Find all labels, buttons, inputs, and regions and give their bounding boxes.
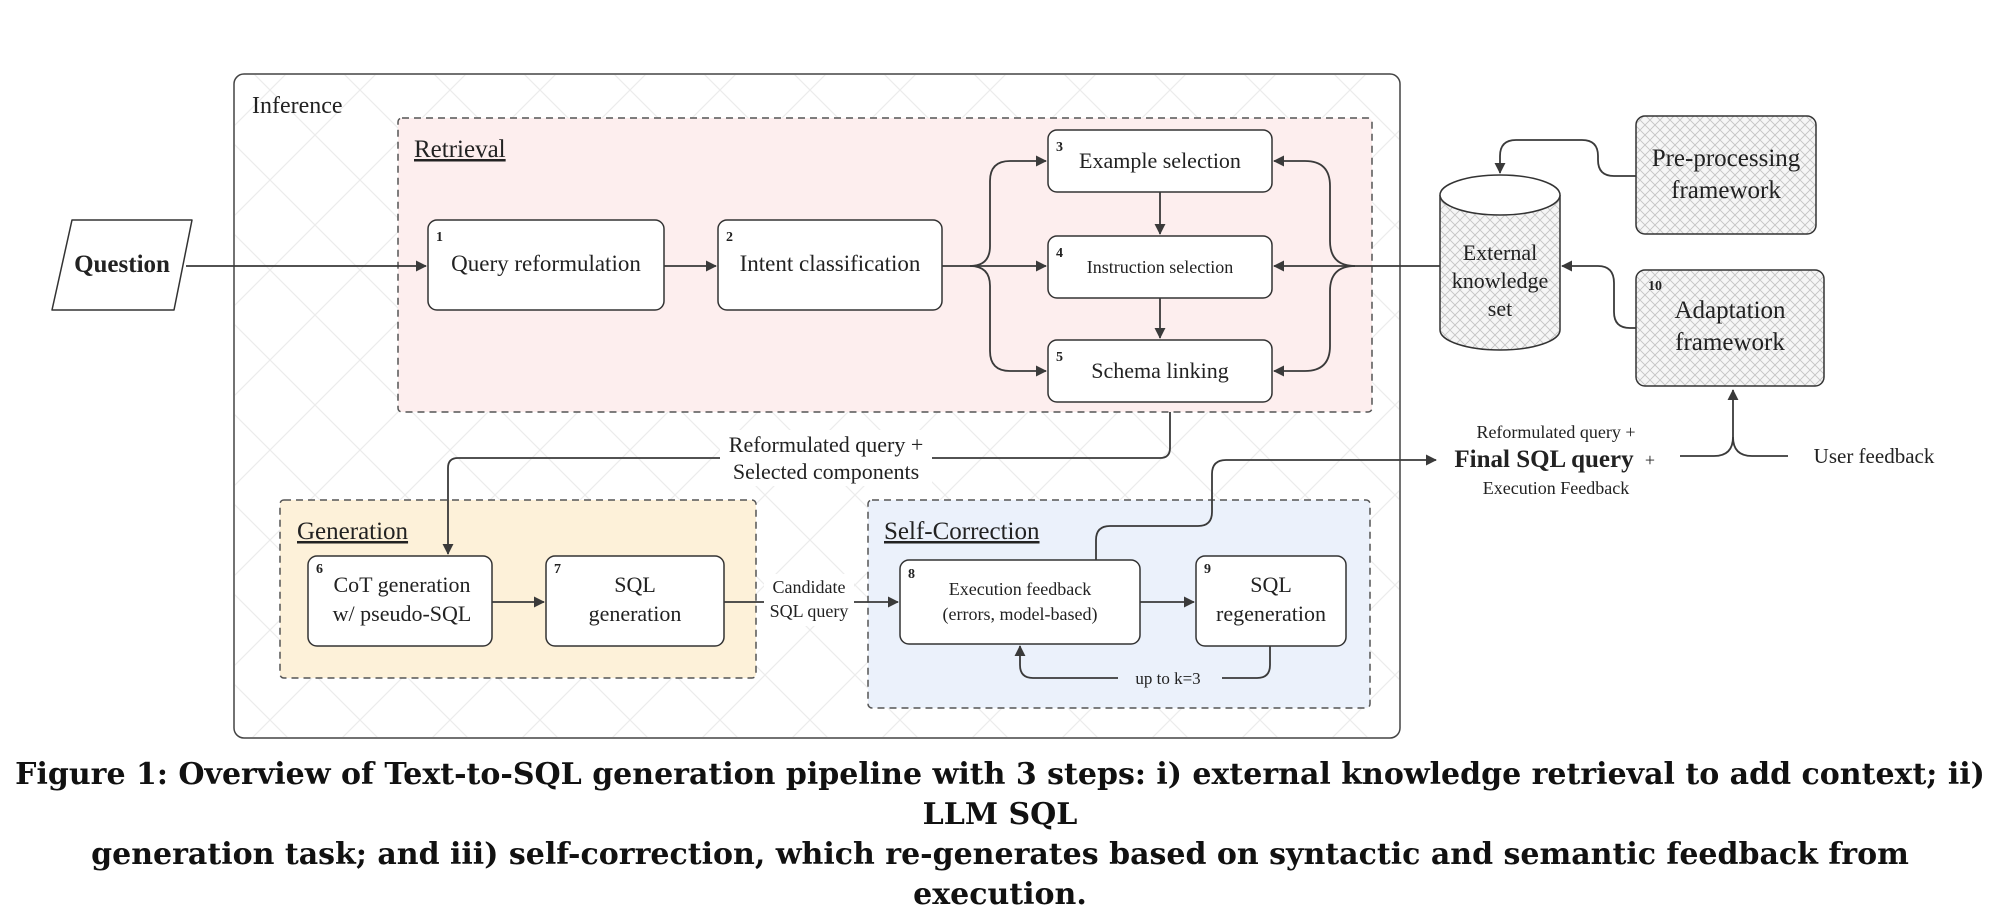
node-label: Query reformulation — [451, 251, 641, 276]
adaptation-line: framework — [1675, 329, 1785, 356]
loop-label: up to k=3 — [1135, 669, 1200, 688]
connector-final-to-feedback — [1680, 436, 1734, 457]
question-label: Question — [74, 251, 170, 278]
node-number: 3 — [1056, 140, 1063, 155]
arrow-user-feedback-to-adaptation — [1727, 389, 1788, 457]
final-sql-query: Final SQL query — [1454, 446, 1634, 473]
external-knowledge-line: set — [1488, 296, 1512, 321]
arrow-intent-to-example — [969, 155, 1047, 267]
node-label: Schema linking — [1091, 358, 1228, 383]
cot-generation-node: 6 CoT generation w/ pseudo-SQL — [307, 555, 493, 647]
query-reformulation-node: 1 Query reformulation — [427, 219, 665, 311]
schema-linking-node: 5 Schema linking — [1047, 339, 1273, 403]
pipeline-diagram: Inference Retrieval Generation Self-Corr… — [51, 73, 1935, 739]
node-label-line: SQL — [1250, 572, 1292, 597]
arrow-adaptation-to-knowledge — [1561, 260, 1636, 329]
node-label: Intent classification — [740, 251, 921, 276]
arrow-knowledge-to-schema — [1273, 265, 1356, 377]
execution-feedback-node: 8 Execution feedback (errors, model-base… — [899, 559, 1141, 645]
external-knowledge-store: External knowledge set — [1439, 174, 1561, 351]
caption-line: generation task; and iii) self-correctio… — [91, 837, 1909, 912]
final-output-bottom: Execution Feedback — [1483, 478, 1629, 498]
node-number: 10 — [1648, 279, 1662, 294]
node-label-line: generation — [589, 601, 682, 626]
user-feedback-label: User feedback — [1814, 444, 1935, 468]
adaptation-line: Adaptation — [1674, 297, 1786, 324]
example-selection-node: 3 Example selection — [1047, 129, 1273, 193]
node-label-line: SQL — [614, 572, 656, 597]
node-number: 4 — [1056, 246, 1063, 261]
node-number: 5 — [1056, 350, 1063, 365]
intent-classification-node: 2 Intent classification — [717, 219, 943, 311]
arrow-execution-to-final — [1095, 454, 1437, 560]
node-label: Example selection — [1079, 148, 1241, 173]
retrieval-title: Retrieval — [414, 136, 506, 163]
sql-generation-node: 7 SQL generation — [545, 555, 725, 647]
final-output-plus: + — [1645, 450, 1655, 470]
arrow-intent-to-schema — [969, 265, 1047, 377]
external-knowledge-line: External — [1463, 240, 1538, 265]
node-number: 2 — [726, 230, 733, 245]
inference-label: Inference — [252, 93, 343, 119]
preprocessing-framework-node: Pre-processing framework — [1635, 115, 1817, 235]
reformulated-components-label: Reformulated query + — [729, 432, 923, 457]
final-sql-output: Reformulated query + Final SQL query + E… — [1454, 422, 1655, 498]
candidate-sql-label: Candidate — [773, 577, 846, 597]
question-node: Question — [51, 219, 193, 311]
node-label-line: regeneration — [1216, 601, 1326, 626]
final-output-top: Reformulated query + — [1476, 422, 1635, 442]
adaptation-framework-node: 10 Adaptation framework — [1635, 269, 1825, 387]
generation-title: Generation — [297, 518, 409, 545]
preprocessing-line: framework — [1671, 177, 1781, 204]
node-number: 6 — [316, 562, 323, 577]
caption-line: Figure 1: Overview of Text-to-SQL genera… — [15, 757, 1985, 832]
arrow-preprocessing-to-knowledge — [1494, 139, 1636, 177]
node-label: Instruction selection — [1087, 257, 1233, 277]
node-number: 8 — [908, 567, 915, 582]
node-number: 1 — [436, 230, 443, 245]
node-label-line: Execution feedback — [949, 579, 1091, 599]
sql-regeneration-node: 9 SQL regeneration — [1195, 555, 1347, 647]
node-number: 7 — [554, 562, 561, 577]
node-label-line: CoT generation — [333, 572, 470, 597]
node-label-line: (errors, model-based) — [943, 604, 1098, 625]
node-number: 9 — [1204, 562, 1211, 577]
node-label-line: w/ pseudo-SQL — [333, 601, 472, 626]
instruction-selection-node: 4 Instruction selection — [1047, 235, 1273, 299]
preprocessing-line: Pre-processing — [1652, 145, 1801, 172]
external-knowledge-line: knowledge — [1452, 268, 1549, 293]
candidate-sql-label: SQL query — [770, 601, 849, 621]
figure-caption: Figure 1: Overview of Text-to-SQL genera… — [0, 755, 2000, 915]
self-correction-title: Self-Correction — [884, 518, 1040, 545]
arrow-knowledge-to-example — [1273, 155, 1356, 267]
reformulated-components-label: Selected components — [733, 459, 919, 484]
